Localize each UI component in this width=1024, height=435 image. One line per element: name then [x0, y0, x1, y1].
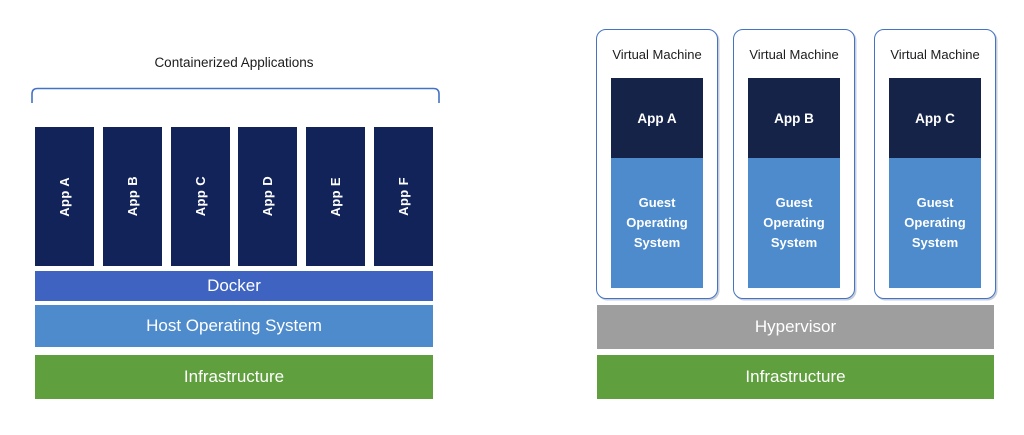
host-os-layer-label: Host Operating System — [146, 316, 322, 335]
containers-bracket-line — [31, 87, 440, 103]
app-container-label: App A — [57, 176, 72, 217]
vm-app-box: App C — [889, 78, 981, 158]
app-container-label: App E — [328, 176, 344, 217]
host-os-layer: Host Operating System — [35, 305, 433, 347]
app-container-label: App F — [395, 177, 411, 216]
infrastructure-left-label: Infrastructure — [183, 367, 285, 386]
infrastructure-layer-right: Infrastructure — [597, 355, 994, 399]
infrastructure-layer-left: Infrastructure — [35, 355, 433, 399]
app-container-box: App D — [238, 127, 298, 266]
vm-guest-os-box: Guest Operating System — [889, 158, 981, 288]
vm-guest-os-box: Guest Operating System — [611, 158, 703, 288]
hypervisor-layer-label: Hypervisor — [754, 317, 837, 336]
app-container-box: App E — [306, 127, 366, 266]
infrastructure-right-label: Infrastructure — [745, 367, 846, 386]
vm-guest-os-label: Guest Operating System — [763, 195, 825, 250]
vm-box: Virtual Machine App C Guest Operating Sy… — [874, 29, 996, 299]
app-container-label: App D — [260, 176, 276, 217]
vm-app-label: App B — [774, 110, 814, 126]
app-container-label: App B — [124, 176, 140, 217]
vm-title: Virtual Machine — [749, 46, 839, 62]
app-container-label: App C — [192, 176, 208, 217]
docker-layer-label: Docker — [207, 276, 261, 295]
vm-app-box: App A — [611, 78, 703, 158]
app-container-box: App C — [170, 127, 230, 266]
vm-title: Virtual Machine — [890, 46, 980, 62]
docker-layer: Docker — [35, 271, 433, 301]
vm-title: Virtual Machine — [612, 46, 702, 62]
vm-box: Virtual Machine App B Guest Operating Sy… — [733, 29, 855, 299]
vm-app-label: App C — [915, 110, 955, 126]
container-apps-row: App A App B App C App D App E App F — [35, 127, 433, 266]
vm-guest-os-label: Guest Operating System — [904, 195, 966, 250]
vm-app-label: App A — [637, 110, 677, 126]
hypervisor-layer: Hypervisor — [597, 305, 994, 349]
app-container-box: App A — [35, 127, 94, 266]
vm-app-box: App B — [748, 78, 840, 158]
vm-box: Virtual Machine App A Guest Operating Sy… — [596, 29, 718, 299]
containers-bracket — [31, 87, 440, 103]
app-container-box: App B — [102, 127, 162, 266]
app-container-box: App F — [373, 127, 433, 266]
vm-guest-os-box: Guest Operating System — [748, 158, 840, 288]
vm-guest-os-label: Guest Operating System — [626, 195, 688, 250]
containerized-applications-title: Containerized Applications — [154, 55, 314, 70]
